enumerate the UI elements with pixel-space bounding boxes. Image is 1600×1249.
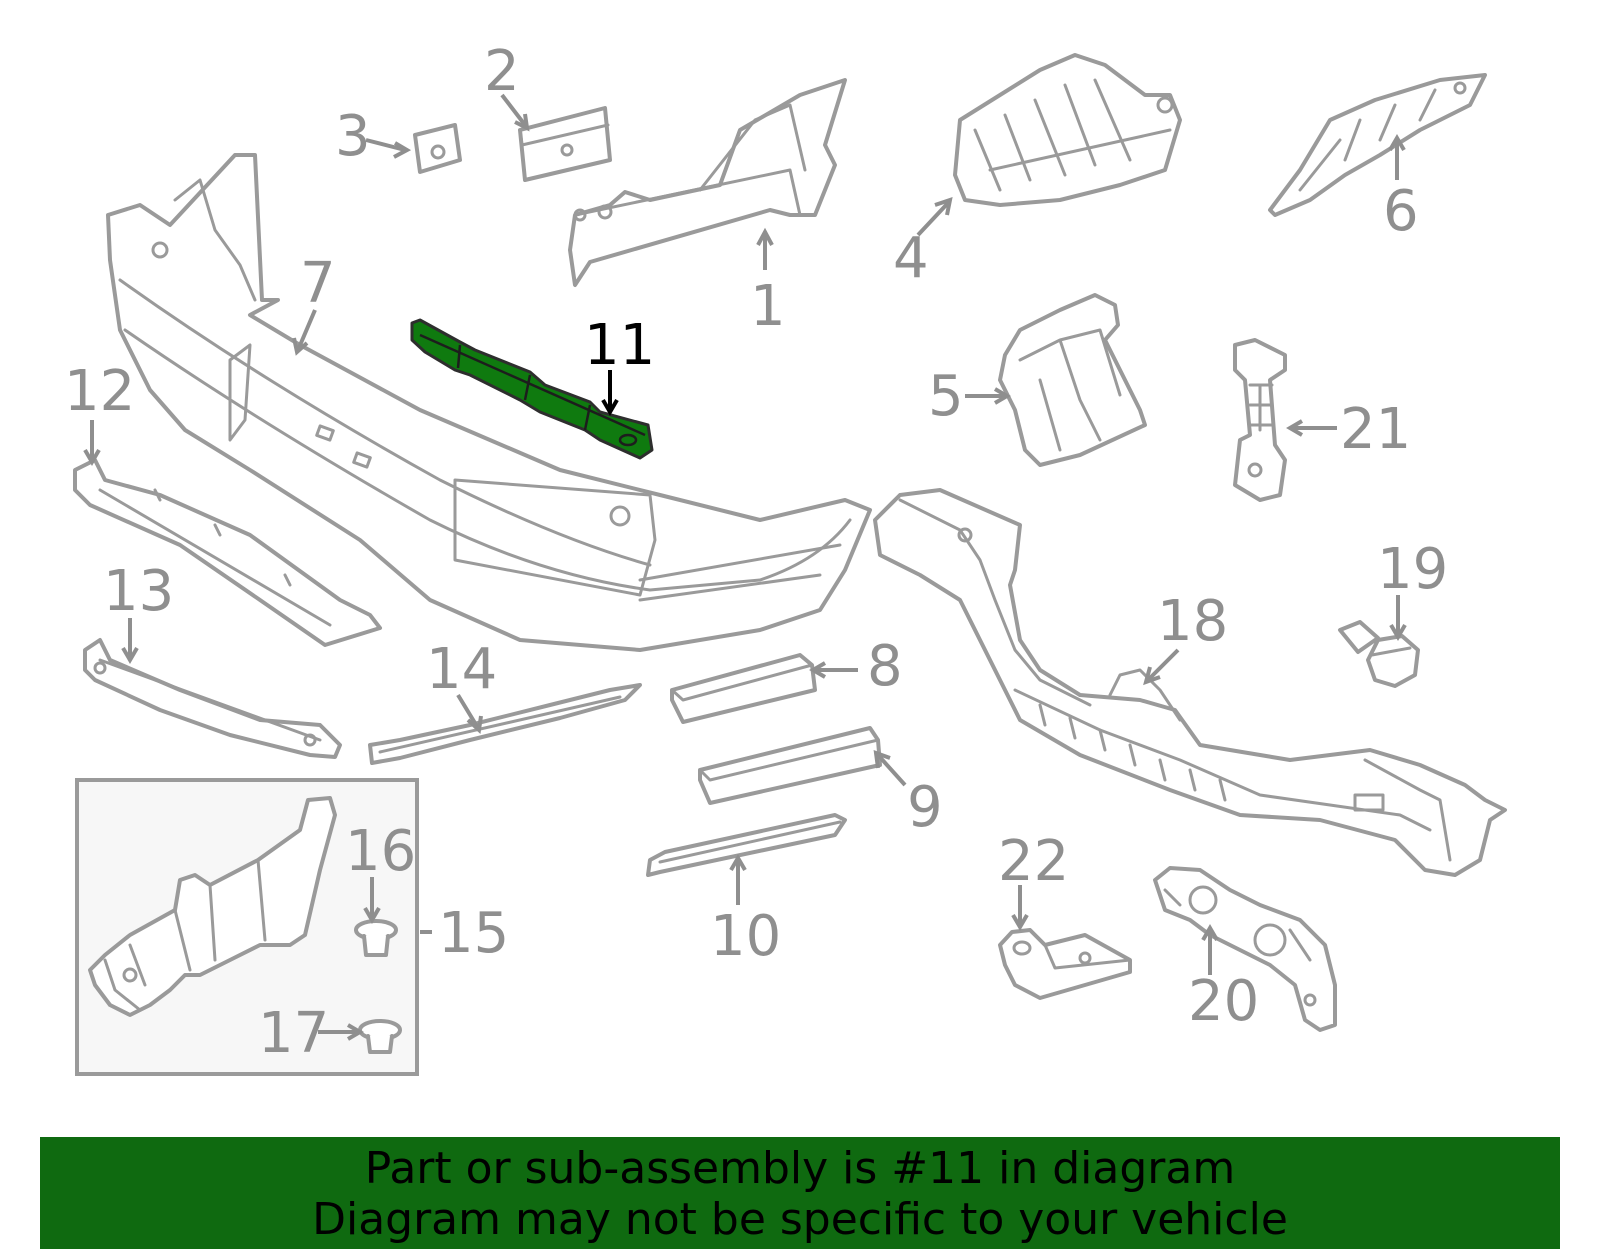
- part-21-bracket[interactable]: [1233, 338, 1287, 502]
- callout-17: 17: [258, 1001, 329, 1066]
- callout-8: 8: [867, 634, 903, 699]
- callout-10: 10: [710, 904, 781, 969]
- callout-14: 14: [426, 637, 497, 702]
- part-22-bracket[interactable]: [998, 928, 1132, 1000]
- info-banner: Part or sub-assembly is #11 in diagram D…: [40, 1137, 1560, 1249]
- part-1-bracket[interactable]: [568, 78, 847, 287]
- part-15-inset: [75, 778, 419, 1076]
- callout-6: 6: [1383, 179, 1419, 244]
- leader-lines: [83, 93, 1407, 1041]
- part-3-clip[interactable]: [413, 123, 462, 174]
- callout-5: 5: [928, 364, 964, 429]
- callout-15: 15: [438, 901, 509, 966]
- callout-4: 4: [893, 226, 929, 291]
- callout-19: 19: [1377, 537, 1448, 602]
- banner-line-1: Part or sub-assembly is #11 in diagram: [364, 1143, 1236, 1194]
- part-15-bracket[interactable]: [88, 796, 337, 1017]
- callout-22: 22: [998, 829, 1069, 894]
- callout-labels: 1 2 3 4 5 6 7 8 9 10 11 12 13 14 15 16 1…: [64, 39, 1448, 1066]
- part-2-pad[interactable]: [518, 106, 612, 182]
- part-6-bracket[interactable]: [1268, 73, 1487, 217]
- callout-21: 21: [1340, 397, 1411, 462]
- part-18-reinforcement[interactable]: [873, 488, 1507, 877]
- part-9-absorber[interactable]: [698, 726, 882, 805]
- part-17-clip[interactable]: [358, 1019, 402, 1054]
- callout-7: 7: [300, 251, 336, 316]
- callout-2: 2: [484, 39, 520, 104]
- part-8-absorber[interactable]: [670, 653, 817, 724]
- part-19-bolt[interactable]: [1338, 620, 1420, 688]
- callout-11: 11: [584, 313, 655, 378]
- part-10-strip[interactable]: [646, 813, 847, 877]
- part-4-bracket[interactable]: [953, 53, 1182, 207]
- part-12-grille-strip[interactable]: [73, 458, 382, 647]
- part-14-trim-strip[interactable]: [368, 683, 642, 765]
- callout-16: 16: [345, 819, 416, 884]
- callout-9: 9: [907, 775, 943, 840]
- part-13-trim-strip[interactable]: [83, 638, 342, 759]
- part-11-highlighted-bracket[interactable]: [410, 318, 654, 460]
- part-16-clip[interactable]: [354, 919, 398, 957]
- callout-13: 13: [103, 559, 174, 624]
- callout-20: 20: [1188, 969, 1259, 1034]
- callout-1: 1: [750, 274, 786, 339]
- callout-18: 18: [1157, 589, 1228, 654]
- part-5-bracket[interactable]: [998, 293, 1147, 467]
- callout-12: 12: [64, 359, 135, 424]
- callout-3: 3: [335, 104, 371, 169]
- part-7-bumper-cover[interactable]: [106, 153, 872, 652]
- banner-line-2: Diagram may not be specific to your vehi…: [312, 1194, 1288, 1245]
